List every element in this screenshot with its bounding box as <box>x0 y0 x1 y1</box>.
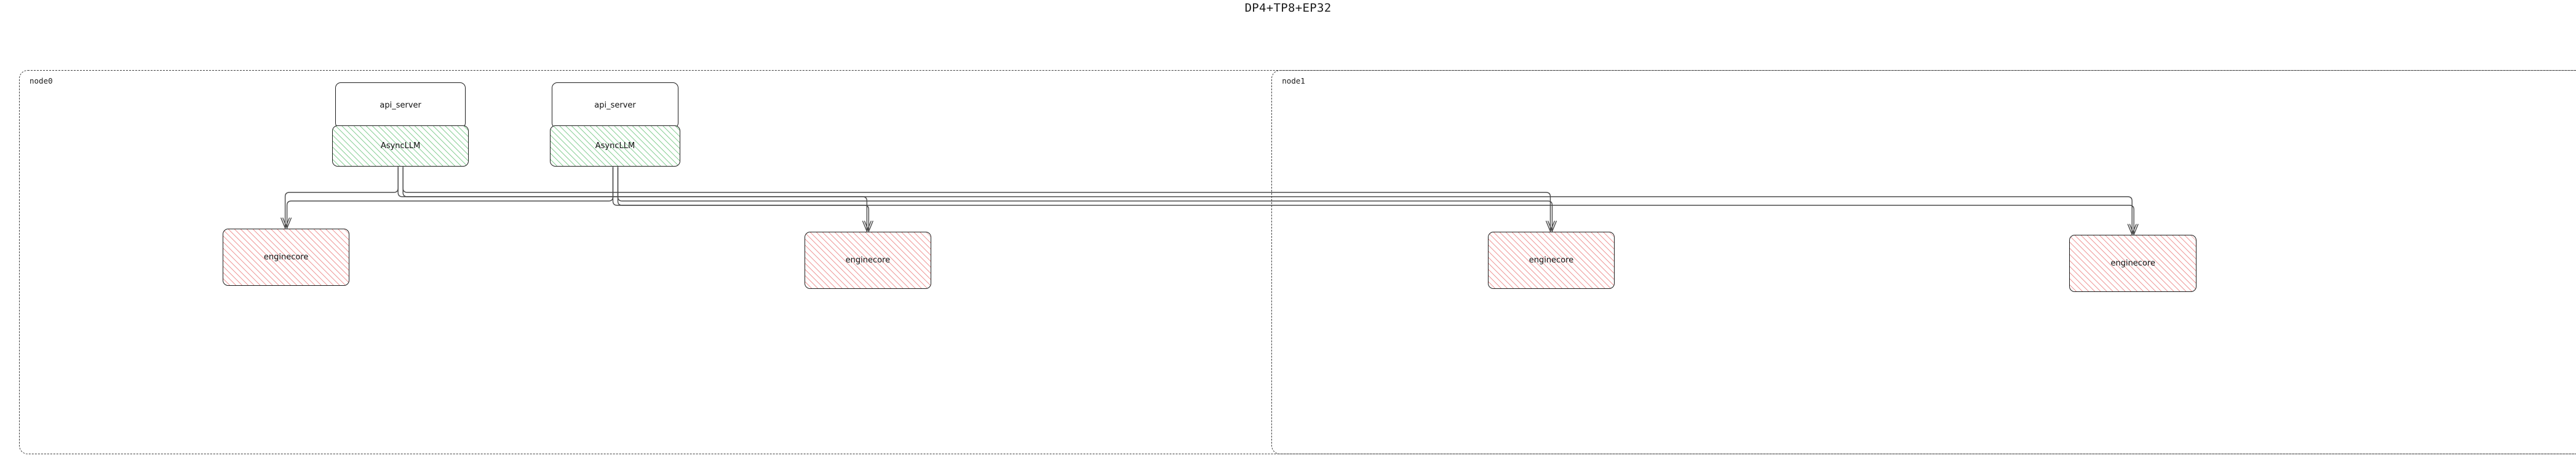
api-server-box[interactable]: api_server <box>551 82 679 129</box>
api-server-box[interactable]: api_server <box>335 82 466 129</box>
node-cluster-node1: node1 <box>1271 69 2576 454</box>
api-server-box-label: api_server <box>594 101 636 111</box>
asyncllm-box[interactable]: AsyncLLM <box>332 125 469 167</box>
asyncllm-box-label: AsyncLLM <box>595 141 635 151</box>
enginecore-box-label: enginecore <box>263 253 309 262</box>
enginecore-box[interactable]: enginecore <box>804 232 932 290</box>
enginecore-box[interactable]: enginecore <box>2069 235 2197 293</box>
page-title: DP4+TP8+EP32 <box>1244 1 1332 15</box>
asyncllm-box-label: AsyncLLM <box>380 141 421 151</box>
asyncllm-box[interactable]: AsyncLLM <box>550 125 680 167</box>
enginecore-box[interactable]: enginecore <box>1487 232 1615 290</box>
enginecore-box-label: enginecore <box>1529 256 1574 266</box>
enginecore-box[interactable]: enginecore <box>222 229 350 286</box>
node-label-node1: node1 <box>1282 76 1305 85</box>
node-label-node0: node0 <box>30 76 53 85</box>
api-server-box-label: api_server <box>380 101 421 111</box>
enginecore-box-label: enginecore <box>2110 259 2155 269</box>
enginecore-box-label: enginecore <box>845 256 891 266</box>
